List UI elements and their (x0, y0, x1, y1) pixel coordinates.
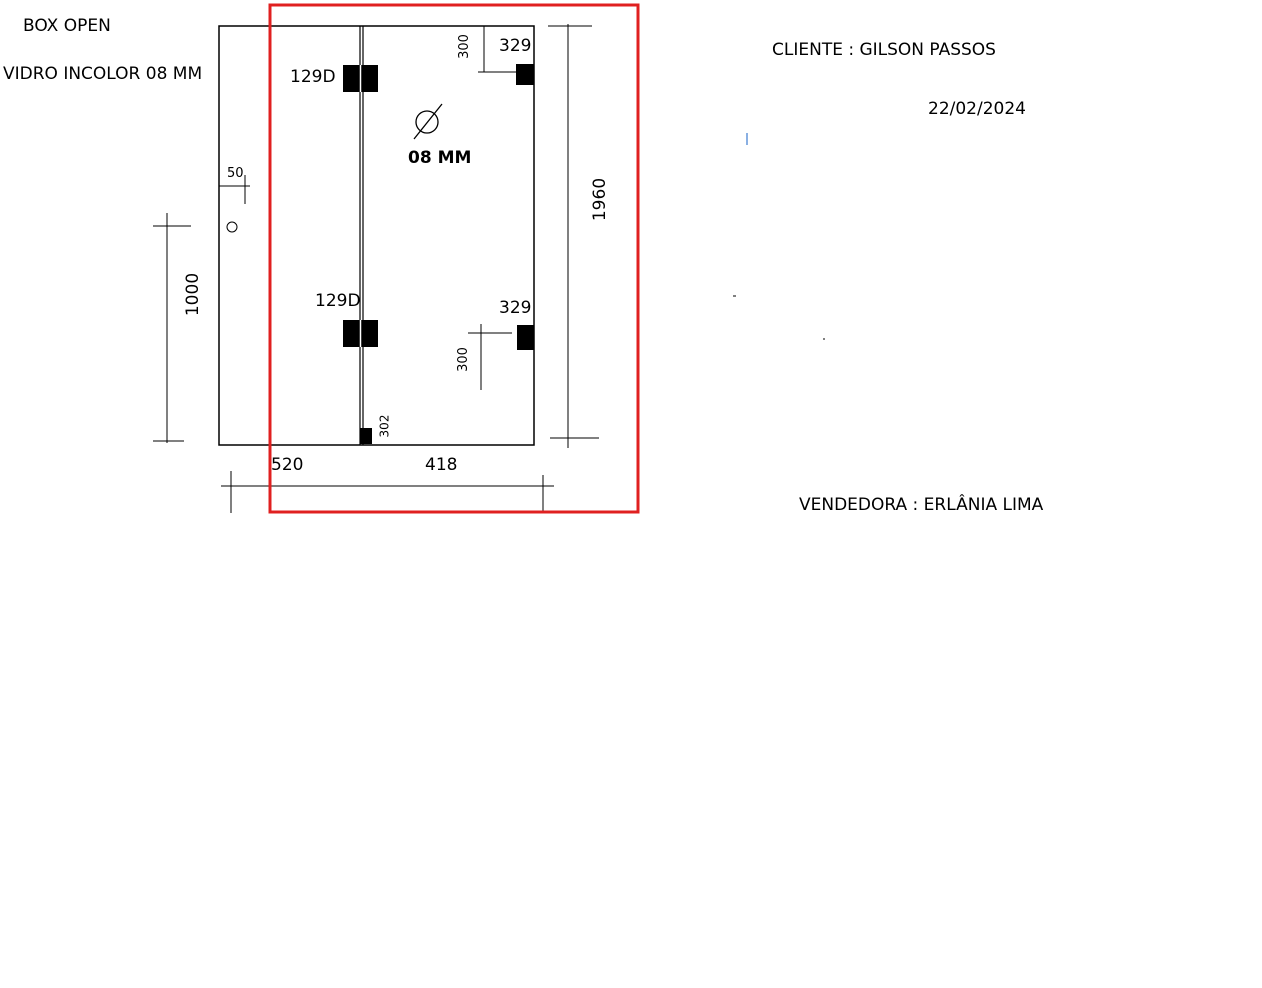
glass-panel-outline (218, 25, 535, 446)
fitting-bottom (517, 325, 534, 350)
fitting-bottom-label: 329 (499, 298, 532, 318)
fitting-bottom-dim-label: 300 (455, 347, 471, 372)
total-height-label: 1960 (590, 177, 611, 222)
hole-offset-label: 50 (227, 166, 244, 181)
width-door-label: 418 (425, 455, 458, 475)
highlight-frame (268, 3, 640, 514)
thickness-label: 08 MM (408, 148, 472, 168)
seller-name: VENDEDORA : ERLÂNIA LIMA (799, 495, 1044, 515)
fitting-top-dim-label: 300 (456, 34, 472, 59)
hinge-top-label: 129D (290, 67, 336, 87)
glass-spec: VIDRO INCOLOR 08 MM (3, 64, 203, 84)
width-fixed-label: 520 (271, 455, 304, 475)
diameter-symbol (415, 110, 439, 134)
order-date: 22/02/2024 (928, 99, 1026, 119)
hinge-bottom-label: 129D (315, 291, 361, 311)
client-name: CLIENTE : GILSON PASSOS (772, 40, 996, 60)
fitting-top-label: 329 (499, 36, 532, 56)
fitting-302 (360, 428, 372, 444)
handle-hole (226, 221, 238, 233)
handle-height-label: 1000 (183, 272, 204, 317)
product-title: BOX OPEN (23, 16, 111, 36)
fitting-top (516, 64, 534, 85)
fitting-302-label: 302 (377, 414, 392, 438)
